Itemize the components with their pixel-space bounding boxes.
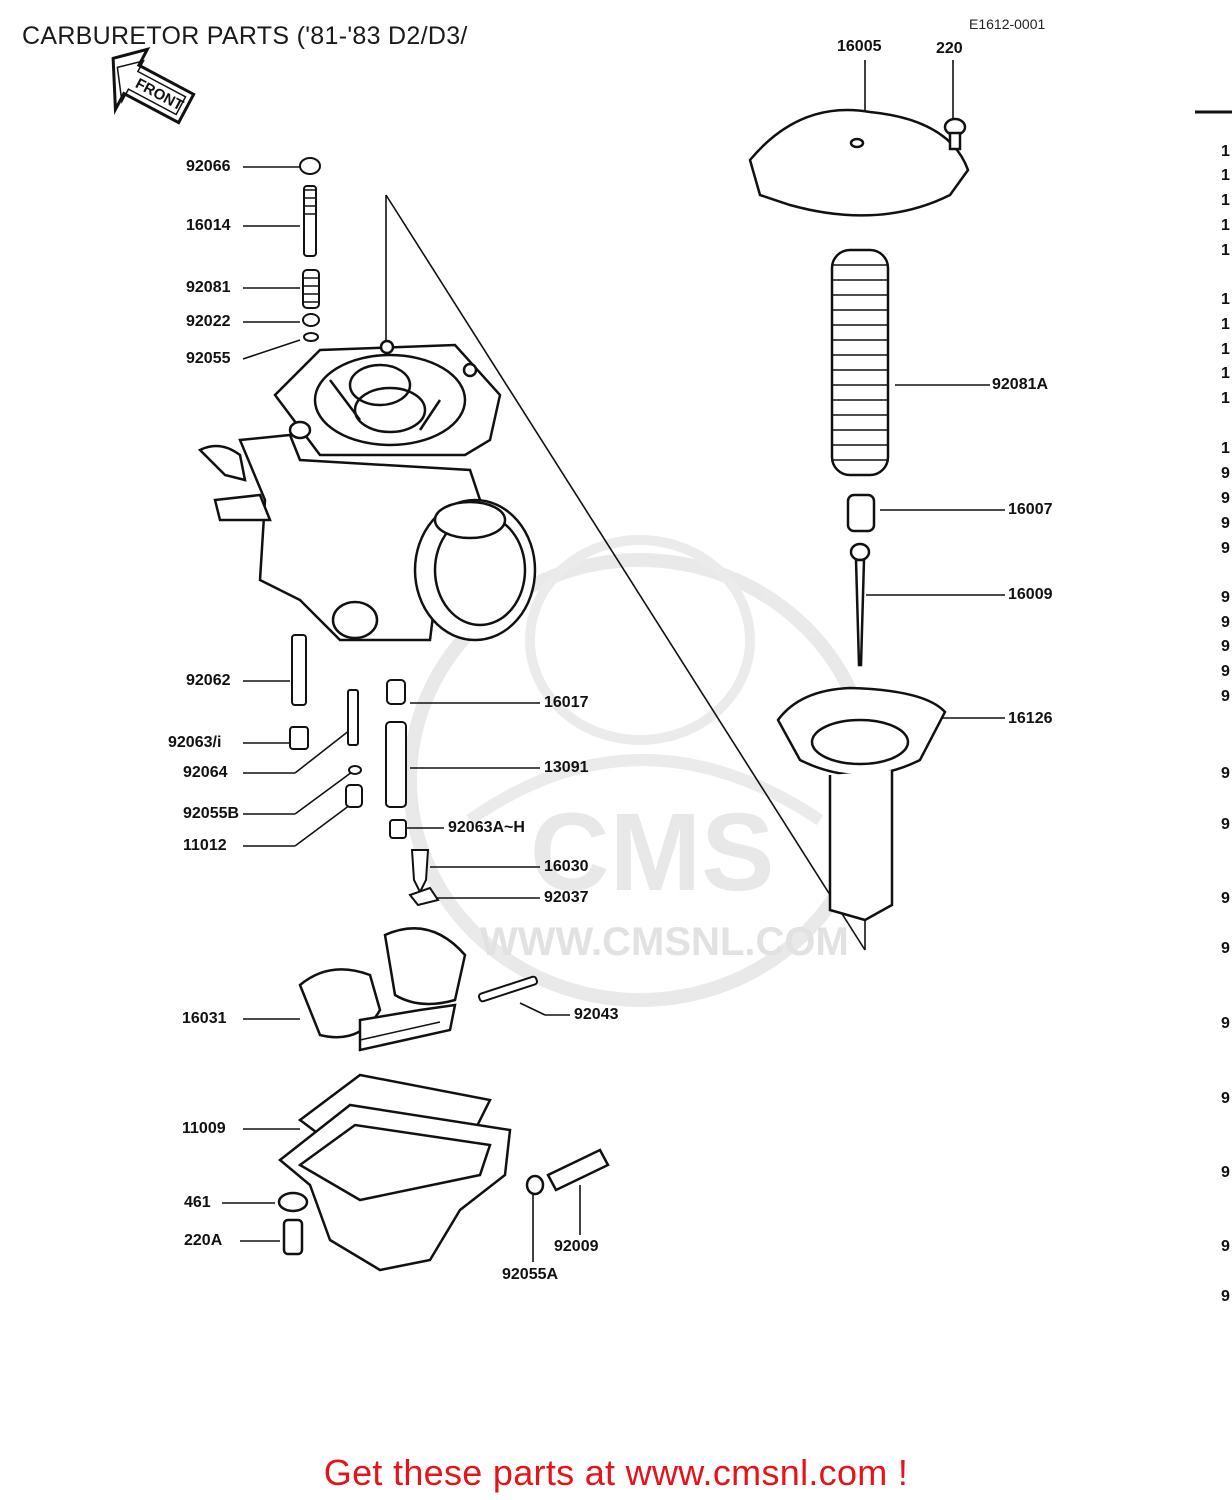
- callout-92063A-H: 92063A~H: [448, 819, 525, 836]
- spring-92081A: [830, 248, 890, 477]
- parts-index-item: 9: [1221, 688, 1230, 705]
- callout-92009: 92009: [554, 1238, 599, 1255]
- screw-92064: [347, 689, 359, 746]
- front-arrow-icon: FRONT: [111, 47, 196, 125]
- callout-220A: 220A: [184, 1232, 223, 1249]
- screw-92062: [291, 634, 307, 706]
- clip-92037: [408, 886, 440, 907]
- callout-92022: 92022: [186, 313, 231, 330]
- parts-index-item: 1: [1221, 192, 1230, 209]
- callout-16014: 16014: [186, 217, 231, 234]
- screw-220A: [282, 1218, 304, 1256]
- cover-16005: [748, 108, 970, 217]
- callout-92066: 92066: [186, 158, 231, 175]
- jet-16017: [386, 679, 406, 705]
- parts-index-item: 9: [1221, 614, 1230, 631]
- parts-index-item: 9: [1221, 638, 1230, 655]
- spring-92081: [302, 269, 320, 309]
- parts-index-item: 1: [1221, 440, 1230, 457]
- needle-16030: [410, 849, 430, 895]
- callout-92063i: 92063/i: [168, 734, 222, 751]
- callout-11009: 11009: [182, 1120, 226, 1137]
- float-16031: [298, 927, 467, 1052]
- callout-16031: 16031: [182, 1010, 227, 1027]
- watermark-url: WWW.CMSNL.COM: [480, 920, 849, 964]
- callout-92043: 92043: [574, 1006, 619, 1023]
- parts-index-item: 1: [1221, 242, 1230, 259]
- callout-16009: 16009: [1008, 586, 1053, 603]
- parts-index-item: 9: [1221, 765, 1230, 782]
- callout-92081: 92081: [186, 279, 231, 296]
- parts-index-item: 1: [1221, 341, 1230, 358]
- callout-92055: 92055: [186, 350, 231, 367]
- parts-index-item: 1: [1221, 167, 1230, 184]
- leader-lines: [222, 60, 1232, 1262]
- screw-92009: [546, 1148, 610, 1192]
- parts-index-item: 9: [1221, 1015, 1230, 1032]
- callout-16126: 16126: [1008, 710, 1053, 727]
- parts-index-item: 9: [1221, 540, 1230, 557]
- holder-16007: [846, 493, 876, 533]
- jet-92063AH: [389, 819, 407, 839]
- washer-461: [277, 1191, 309, 1213]
- drawing-code: E1612-0001: [969, 16, 1046, 32]
- callout-461: 461: [184, 1194, 211, 1211]
- parts-index-item: 1: [1221, 143, 1230, 160]
- cap-92066: [299, 157, 321, 175]
- callout-16030: 16030: [544, 858, 589, 875]
- callout-220: 220: [936, 40, 963, 57]
- page-title: CARBURETOR PARTS ('81-'83 D2/D3/: [22, 22, 468, 50]
- ring-92055: [303, 332, 319, 342]
- callout-16017: 16017: [544, 694, 589, 711]
- callout-13091: 13091: [544, 759, 589, 776]
- parts-index-item: 9: [1221, 515, 1230, 532]
- needle-16009: [854, 558, 866, 667]
- parts-index-item: 1: [1221, 390, 1230, 407]
- float-bowl: [277, 1073, 610, 1272]
- tube-13091: [385, 721, 407, 808]
- screw-16014: [303, 185, 317, 257]
- parts-index-item: 9: [1221, 1090, 1230, 1107]
- callout-92055A: 92055A: [502, 1266, 559, 1283]
- callout-11012: 11012: [183, 837, 227, 854]
- parts-index-item: 9: [1221, 589, 1230, 606]
- parts-index-item: 9: [1221, 1288, 1230, 1305]
- ring-92055B: [348, 765, 362, 775]
- parts-index-item: 9: [1221, 816, 1230, 833]
- washer-92022: [302, 313, 320, 327]
- carburetor-body: [197, 339, 537, 642]
- callout-92037: 92037: [544, 889, 589, 906]
- callout-16005: 16005: [837, 38, 882, 55]
- nut-92063i: [289, 726, 309, 750]
- ring-92055A: [525, 1174, 545, 1196]
- parts-index-item: 1: [1221, 217, 1230, 234]
- callout-92064: 92064: [183, 764, 228, 781]
- parts-index-item: 1: [1221, 291, 1230, 308]
- callout-92055B: 92055B: [183, 805, 240, 822]
- parts-index-item: 9: [1221, 890, 1230, 907]
- parts-index-item: 9: [1221, 465, 1230, 482]
- parts-index-item: 1: [1221, 365, 1230, 382]
- callout-16007: 16007: [1008, 501, 1053, 518]
- parts-index-item: 9: [1221, 490, 1230, 507]
- cta-link[interactable]: Get these parts at www.cmsnl.com !: [323, 1452, 909, 1493]
- parts-index-item: 1: [1221, 316, 1230, 333]
- parts-index-item: 9: [1221, 1238, 1230, 1255]
- pin-92043: [478, 975, 538, 1003]
- parts-index-item: 9: [1221, 663, 1230, 680]
- parts-index-item: 9: [1221, 1164, 1230, 1181]
- parts-index-item: 9: [1221, 940, 1230, 957]
- jet-11012: [345, 784, 363, 808]
- callout-92062: 92062: [186, 672, 231, 689]
- watermark-brand: CMS: [530, 791, 774, 914]
- callout-92081A: 92081A: [992, 376, 1049, 393]
